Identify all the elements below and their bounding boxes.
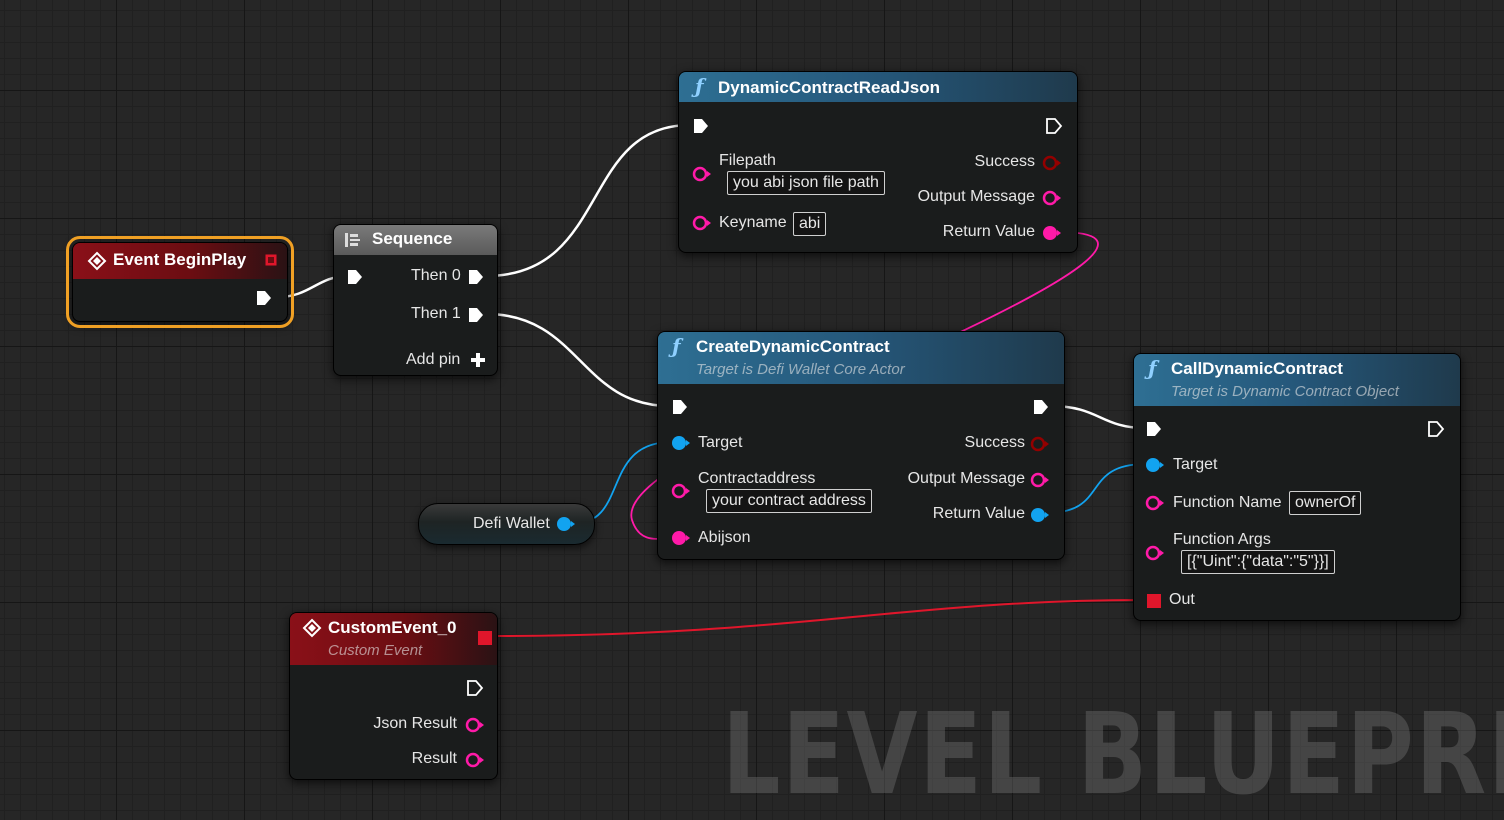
- string-pin-icon[interactable]: [692, 165, 712, 183]
- function-name-input[interactable]: ownerOf: [1289, 491, 1362, 515]
- function-name-label: Function Name: [1173, 494, 1282, 511]
- node-title: DynamicContractReadJson: [718, 78, 941, 97]
- filepath-label: Filepath: [719, 152, 776, 169]
- exec-wire-then0-readjson: [485, 123, 691, 278]
- string-pin-icon[interactable]: [1145, 544, 1165, 562]
- string-pin-icon[interactable]: [1145, 494, 1165, 512]
- keyname-label: Keyname: [719, 214, 787, 231]
- exec-out-pin-icon[interactable]: [467, 306, 485, 324]
- delegate-pin-icon[interactable]: [478, 631, 492, 645]
- string-pin-icon[interactable]: [671, 529, 691, 547]
- exec-out-pin-icon[interactable]: [467, 268, 485, 286]
- function-icon: ƒ: [672, 334, 681, 358]
- string-pin-icon[interactable]: [1029, 471, 1049, 489]
- object-pin-icon[interactable]: [556, 515, 576, 533]
- output-message-label: Output Message: [917, 188, 1035, 205]
- target-label: Target: [698, 434, 743, 451]
- plus-icon[interactable]: [470, 352, 486, 368]
- delegate-wire-customevent-out: [491, 599, 1147, 637]
- function-icon: ƒ: [1148, 356, 1157, 380]
- delegate-pin-icon[interactable]: [1147, 594, 1161, 608]
- contractaddress-input[interactable]: your contract address: [706, 489, 872, 513]
- function-args-label: Function Args: [1173, 531, 1271, 548]
- success-label: Success: [964, 434, 1025, 451]
- result-label: Result: [411, 750, 457, 767]
- contractaddress-label: Contractaddress: [698, 470, 816, 487]
- node-title: Event BeginPlay: [113, 250, 247, 269]
- exec-out-pin-icon[interactable]: [255, 289, 273, 307]
- exec-in-pin-icon[interactable]: [346, 268, 364, 286]
- exec-in-pin-icon[interactable]: [692, 117, 710, 135]
- exec-out-pin-icon[interactable]: [1045, 117, 1063, 135]
- then-0-label: Then 0: [411, 267, 461, 284]
- node-header: [334, 225, 497, 255]
- call-dynamic-contract-node[interactable]: ƒ CallDynamicContract Target is Dynamic …: [1133, 353, 1461, 621]
- string-pin-icon[interactable]: [464, 751, 484, 769]
- bool-pin-icon[interactable]: [1041, 154, 1061, 172]
- node-title: CreateDynamicContract: [696, 337, 890, 356]
- object-pin-icon[interactable]: [1145, 456, 1165, 474]
- node-header: [679, 72, 1077, 102]
- string-pin-icon[interactable]: [692, 214, 712, 232]
- return-value-label: Return Value: [932, 505, 1025, 522]
- object-pin-icon[interactable]: [1029, 506, 1049, 524]
- string-pin-icon[interactable]: [1041, 189, 1061, 207]
- node-header: [1134, 354, 1460, 406]
- node-header: [658, 332, 1064, 384]
- filepath-input[interactable]: you abi json file path: [727, 171, 885, 195]
- add-pin-label[interactable]: Add pin: [406, 351, 461, 368]
- event-diamond-icon: [87, 251, 107, 271]
- keyname-input[interactable]: abi: [793, 212, 827, 236]
- node-subtitle: Target is Defi Wallet Core Actor: [696, 361, 905, 378]
- node-title: CustomEvent_0: [328, 618, 457, 637]
- json-result-label: Json Result: [373, 715, 457, 732]
- exec-out-pin-icon[interactable]: [1032, 398, 1050, 416]
- output-message-label: Output Message: [907, 470, 1025, 487]
- node-subtitle: Target is Dynamic Contract Object: [1171, 383, 1399, 400]
- out-label: Out: [1169, 591, 1195, 608]
- event-diamond-icon: [302, 618, 322, 638]
- exec-in-pin-icon[interactable]: [1145, 420, 1163, 438]
- function-args-input[interactable]: [{"Uint":{"data":"5"}}]: [1181, 550, 1335, 574]
- bool-pin-icon[interactable]: [1029, 435, 1049, 453]
- exec-out-pin-icon[interactable]: [1427, 420, 1445, 438]
- return-value-label: Return Value: [942, 223, 1035, 240]
- node-header: [290, 613, 497, 665]
- delegate-pin-icon[interactable]: [264, 253, 278, 267]
- node-title: Sequence: [372, 229, 453, 248]
- node-subtitle: Custom Event: [328, 642, 423, 659]
- then-1-label: Then 1: [411, 305, 461, 322]
- exec-out-pin-icon[interactable]: [466, 679, 484, 697]
- create-dynamic-contract-node[interactable]: ƒ CreateDynamicContract Target is Defi W…: [657, 331, 1065, 560]
- node-title: CallDynamicContract: [1171, 359, 1343, 378]
- read-json-node[interactable]: ƒ DynamicContractReadJson Filepath you a…: [678, 71, 1078, 253]
- function-icon: ƒ: [695, 74, 704, 98]
- string-pin-icon[interactable]: [671, 482, 691, 500]
- target-label: Target: [1173, 456, 1218, 473]
- defi-wallet-label: Defi Wallet: [473, 515, 550, 532]
- string-pin-icon[interactable]: [464, 716, 484, 734]
- sequence-node[interactable]: Sequence Then 0 Then 1 Add pin: [333, 224, 498, 376]
- success-label: Success: [974, 153, 1035, 170]
- string-pin-icon[interactable]: [1041, 224, 1061, 242]
- sequence-icon: [345, 233, 360, 247]
- event-beginplay-node[interactable]: Event BeginPlay: [66, 236, 294, 328]
- exec-in-pin-icon[interactable]: [671, 398, 689, 416]
- level-blueprint-watermark: LEVEL BLUEPRI: [722, 690, 1504, 820]
- object-pin-icon[interactable]: [671, 434, 691, 452]
- defi-wallet-variable-node[interactable]: Defi Wallet: [418, 503, 595, 545]
- node-header: [73, 243, 287, 279]
- exec-wire-then1-create: [485, 312, 671, 408]
- custom-event-node[interactable]: CustomEvent_0 Custom Event Json Result R…: [289, 612, 498, 780]
- abijson-label: Abijson: [698, 529, 751, 546]
